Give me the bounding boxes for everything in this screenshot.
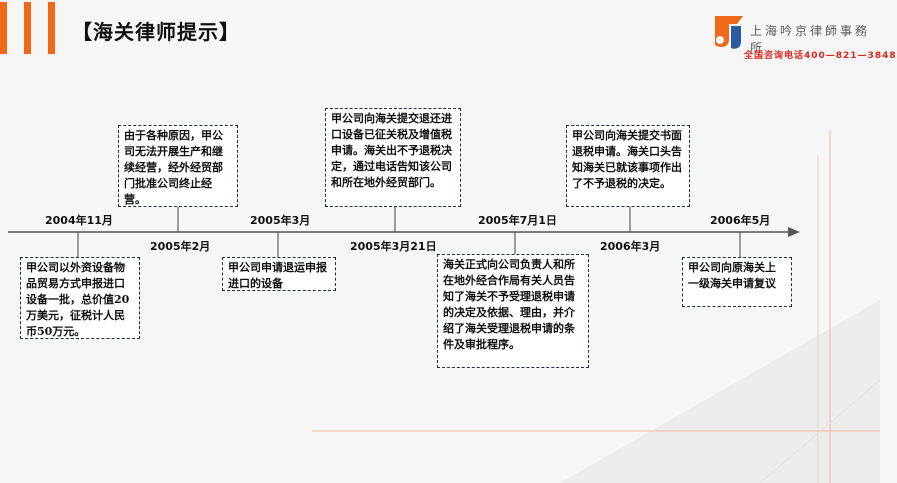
date-label: 2006年3月 [600, 240, 661, 253]
event-box: 海关正式向公司负责人和所在地外经合作局有关人员告知了海关不予受理退税申请的决定及… [437, 254, 589, 368]
event-box: 甲公司向原海关上一级海关申请复议 [682, 257, 792, 307]
event-box: 由于各种原因，甲公司无法开展生产和继续经营，经外经贸部门批准公司终止经营。 [118, 125, 238, 207]
event-box: 甲公司以外资设备物品贸易方式申报进口设备一批，总价值20万美元，征税计人民币50… [20, 257, 140, 339]
firm-logo-icon [715, 16, 743, 49]
date-label: 2005年3月 [250, 214, 311, 227]
event-box: 甲公司向海关提交书面退税申请。海关口头告知海关已就该事项作出了不予退税的决定。 [566, 125, 690, 207]
date-label: 2005年7月1日 [478, 214, 557, 227]
event-box: 甲公司向海关提交退还进口设备已征关税及增值税申请。海关出不予退税决定，通过电话告… [325, 108, 461, 207]
date-label: 2004年11月 [45, 214, 113, 227]
date-label: 2005年3月21日 [350, 240, 437, 253]
event-box: 甲公司申请退运申报进口的设备 [222, 257, 336, 291]
timeline-arrow-icon [788, 227, 800, 237]
hotline-text: 全国咨询电话400—821—3848 [744, 51, 897, 61]
accent-bar [0, 2, 7, 54]
firm-name: 上海吟京律師事務所 [750, 24, 871, 55]
accent-bar [48, 2, 55, 54]
page-title: 【海关律师提示】 [72, 20, 240, 44]
accent-bar [24, 2, 31, 54]
date-label: 2005年2月 [150, 240, 211, 253]
date-label: 2006年5月 [710, 214, 771, 227]
